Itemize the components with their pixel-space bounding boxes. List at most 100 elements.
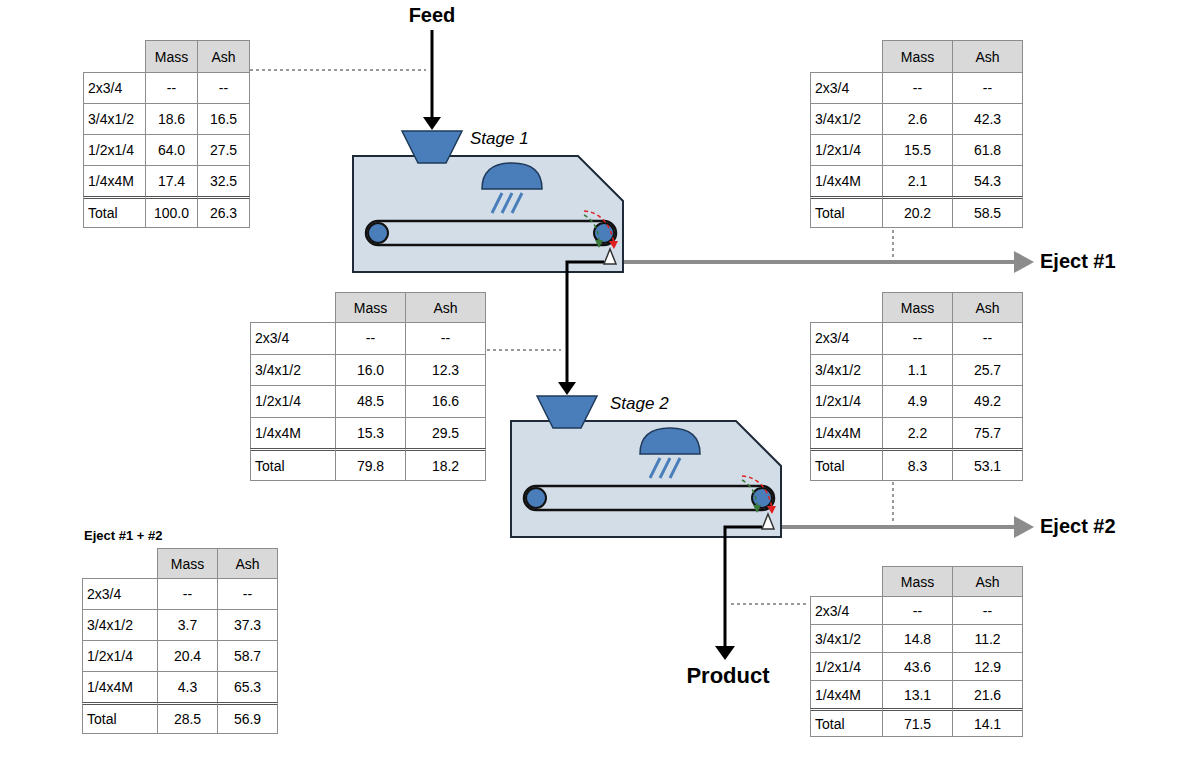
- table-cell: 58.7: [217, 640, 278, 672]
- leader-line: [893, 230, 894, 257]
- table-cell: 37.3: [217, 609, 278, 641]
- column-header: Ash: [952, 292, 1023, 323]
- product-outlet: [567, 262, 604, 273]
- row-label: 3/4x1/2: [250, 354, 336, 387]
- table-cell: --: [335, 322, 406, 355]
- column-header: Mass: [145, 40, 198, 73]
- product-outlet: [725, 527, 762, 538]
- data-table: MassAsh2x3/4----3/4x1/214.811.21/2x1/443…: [810, 566, 1022, 736]
- eject-arrow: [622, 260, 1016, 264]
- table-cell: --: [882, 72, 953, 104]
- arrow-head: [715, 646, 735, 660]
- column-header: Ash: [952, 40, 1023, 73]
- table-cell: 25.7: [952, 354, 1023, 387]
- table-cell: 42.3: [952, 103, 1023, 135]
- table-cell: 28.5: [157, 702, 218, 734]
- conveyor-belt: [524, 486, 774, 510]
- splitter: [762, 514, 774, 529]
- sensor-hood: [482, 163, 542, 189]
- table-cell: 15.3: [335, 417, 406, 450]
- machine-housing: [353, 156, 623, 272]
- machine-drawing: [352, 155, 624, 273]
- feed-hopper: [402, 131, 462, 163]
- table-cell: 18.6: [145, 103, 198, 135]
- row-label: 3/4x1/2: [810, 103, 883, 135]
- table-cell: 21.6: [952, 680, 1023, 709]
- table-cell: 53.1: [952, 448, 1023, 481]
- stage-label: Stage 1: [470, 129, 529, 149]
- table-cell: 3.7: [157, 609, 218, 641]
- table-cell: 49.2: [952, 385, 1023, 418]
- sorter-machine: Stage 1: [352, 155, 624, 273]
- table-cell: 18.2: [405, 448, 486, 481]
- leader-line: [250, 70, 426, 71]
- table-cell: 64.0: [145, 134, 198, 166]
- connector-line: [566, 273, 569, 384]
- column-header: Mass: [882, 566, 953, 597]
- eject-arrow: [780, 525, 1016, 529]
- belt-pulley: [526, 488, 546, 508]
- leader-line: [893, 482, 894, 522]
- sensor-ray: [660, 458, 670, 478]
- flow-label: Feed: [409, 4, 456, 27]
- table-cell: 4.3: [157, 671, 218, 703]
- row-label: 3/4x1/2: [810, 354, 883, 387]
- leader-lines: [250, 70, 893, 604]
- reject-trajectory: [742, 476, 772, 508]
- table-cell: 16.0: [335, 354, 406, 387]
- table-cell: --: [952, 596, 1023, 625]
- column-header: Mass: [335, 292, 406, 323]
- product-arrow: [724, 537, 727, 648]
- sensor-ray: [512, 193, 522, 213]
- table-cell: 61.8: [952, 134, 1023, 166]
- table-cell: 11.2: [952, 624, 1023, 653]
- table-cell: 100.0: [145, 196, 198, 228]
- trajectory-head: [609, 241, 618, 249]
- table-cell: 75.7: [952, 417, 1023, 450]
- conveyor-belt: [366, 221, 616, 245]
- table-cell: 2.6: [882, 103, 953, 135]
- sensor-hood: [640, 428, 700, 454]
- arrow-head: [558, 382, 576, 395]
- row-label: 1/2x1/4: [810, 652, 883, 681]
- stage-label: Stage 2: [610, 394, 669, 414]
- column-header: Ash: [197, 40, 250, 73]
- table-cell: --: [952, 322, 1023, 355]
- arrow-head: [1014, 251, 1034, 273]
- data-table: MassAsh2x3/4----3/4x1/22.642.31/2x1/415.…: [810, 40, 1022, 227]
- table-cell: 13.1: [882, 680, 953, 709]
- trajectory-head: [753, 505, 761, 513]
- row-label: 1/4x4M: [810, 680, 883, 709]
- row-label: 2x3/4: [810, 72, 883, 104]
- trajectory-head: [767, 506, 776, 514]
- table-cell: --: [882, 596, 953, 625]
- sorter-machine: Stage 2: [510, 420, 782, 538]
- data-table: MassAsh2x3/4----3/4x1/218.616.51/2x1/464…: [83, 40, 249, 227]
- flow-label: Eject #2: [1040, 515, 1116, 538]
- row-label: 1/4x4M: [250, 417, 336, 450]
- row-label: 2x3/4: [250, 322, 336, 355]
- row-label: Total: [810, 708, 883, 737]
- row-label: 2x3/4: [810, 322, 883, 355]
- table-cell: 20.4: [157, 640, 218, 672]
- belt-pulley: [368, 223, 388, 243]
- table-cell: 17.4: [145, 165, 198, 197]
- sensor-ray: [670, 458, 680, 478]
- table-cell: --: [145, 72, 198, 104]
- table-cell: 56.9: [217, 702, 278, 734]
- feed-arrow: [431, 30, 434, 118]
- table-cell: 48.5: [335, 385, 406, 418]
- flow-label: Product: [686, 663, 769, 689]
- table-cell: 12.3: [405, 354, 486, 387]
- machine-drawing: [510, 420, 782, 538]
- row-label: 3/4x1/2: [810, 624, 883, 653]
- table-cell: 20.2: [882, 196, 953, 228]
- table-cell: --: [217, 578, 278, 610]
- row-label: Total: [83, 196, 146, 228]
- accept-trajectory: [584, 215, 599, 241]
- row-label: Total: [250, 448, 336, 481]
- row-label: 2x3/4: [810, 596, 883, 625]
- leader-line: [731, 604, 808, 605]
- table-cell: --: [405, 322, 486, 355]
